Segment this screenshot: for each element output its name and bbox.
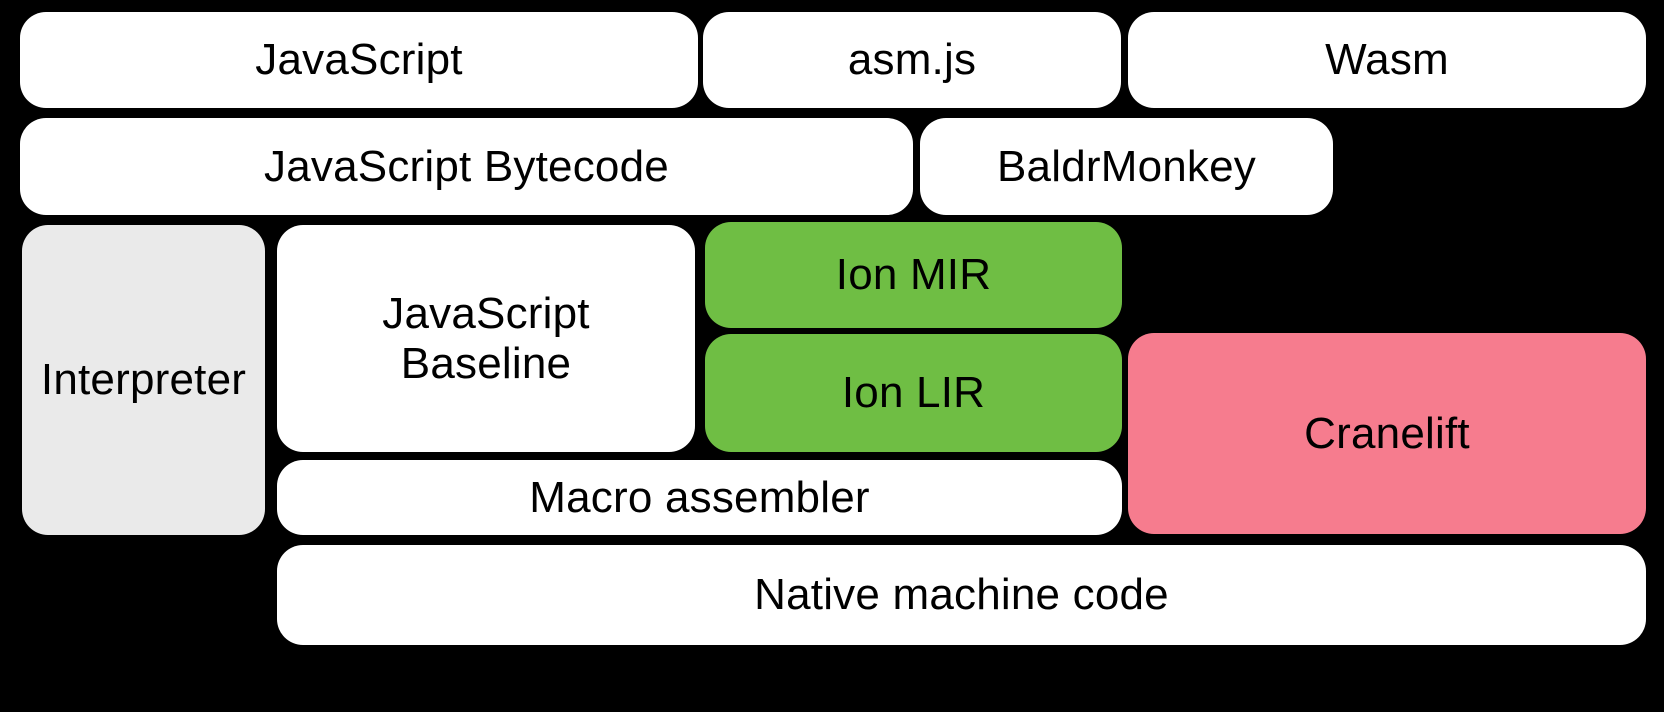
node-cranelift: Cranelift <box>1128 333 1646 534</box>
node-baldrmonkey: BaldrMonkey <box>920 118 1333 215</box>
node-ion-mir: Ion MIR <box>705 222 1122 328</box>
node-javascript-bytecode: JavaScript Bytecode <box>20 118 913 215</box>
node-asmjs: asm.js <box>703 12 1121 108</box>
node-ion-lir: Ion LIR <box>705 334 1122 452</box>
node-wasm: Wasm <box>1128 12 1646 108</box>
node-javascript-baseline: JavaScript Baseline <box>277 225 695 452</box>
node-interpreter: Interpreter <box>22 225 265 535</box>
node-native-machine-code: Native machine code <box>277 545 1646 645</box>
node-macro-assembler: Macro assembler <box>277 460 1122 535</box>
node-javascript: JavaScript <box>20 12 698 108</box>
